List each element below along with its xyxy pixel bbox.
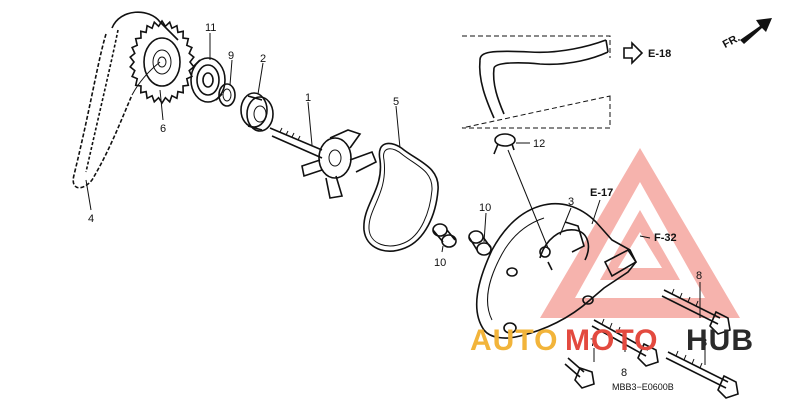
ref-e18: E-18 (648, 48, 671, 60)
bolt-upper (661, 288, 731, 335)
bearing (190, 57, 226, 103)
callout-2: 2 (260, 53, 266, 65)
bolt-long (665, 350, 739, 399)
front-direction-arrow (740, 18, 772, 44)
callout-5: 5 (393, 96, 399, 108)
hose-clamp (493, 133, 516, 155)
watermark-auto: AUTO (470, 324, 558, 357)
ref-f32: F-32 (654, 232, 677, 244)
bolt-middle (591, 318, 659, 367)
callout-11: 11 (205, 22, 216, 34)
water-pump-cover (475, 202, 638, 339)
washer (218, 83, 236, 107)
pump-shaft-impeller (269, 127, 378, 199)
dowel-pin-right (468, 230, 492, 256)
sprocket-ring (152, 49, 172, 75)
callout-10-left: 10 (434, 257, 446, 269)
callout-10-right: 10 (479, 202, 491, 214)
sprocket-ring (143, 37, 181, 87)
dowel-pin-left (432, 223, 457, 248)
callout-1: 1 (305, 92, 311, 104)
direction-label: FR. (721, 32, 742, 51)
leader-lines (85, 33, 706, 365)
callout-9: 9 (228, 50, 234, 62)
sprocket-teeth (129, 19, 195, 105)
ref-e17: E-17 (590, 187, 613, 199)
diagram-code: MBB3−E0600B (612, 382, 674, 392)
callout-3: 3 (568, 196, 574, 208)
bolt-short (564, 357, 595, 389)
e18-arrow-icon (623, 41, 644, 65)
watermark-moto: MOTO (565, 324, 658, 357)
callout-8-middle: 8 (621, 367, 627, 379)
callout-12: 12 (533, 138, 545, 150)
o-ring (363, 142, 439, 252)
watermark-text: AUTO MOTO HUB (470, 324, 754, 357)
callout-7: 7 (590, 337, 596, 349)
sprocket-ring (157, 56, 167, 68)
callout-4: 4 (88, 213, 94, 225)
callout-8-long: 8 (701, 337, 707, 349)
mechanical-seal (240, 92, 274, 132)
hose-reference-box (461, 35, 611, 129)
watermark-hub: HUB (686, 324, 754, 357)
watermark-logo (540, 148, 740, 318)
callout-8-upper: 8 (696, 270, 702, 282)
callout-6: 6 (160, 123, 166, 135)
cam-chain (72, 11, 179, 189)
sprocket (129, 19, 195, 105)
